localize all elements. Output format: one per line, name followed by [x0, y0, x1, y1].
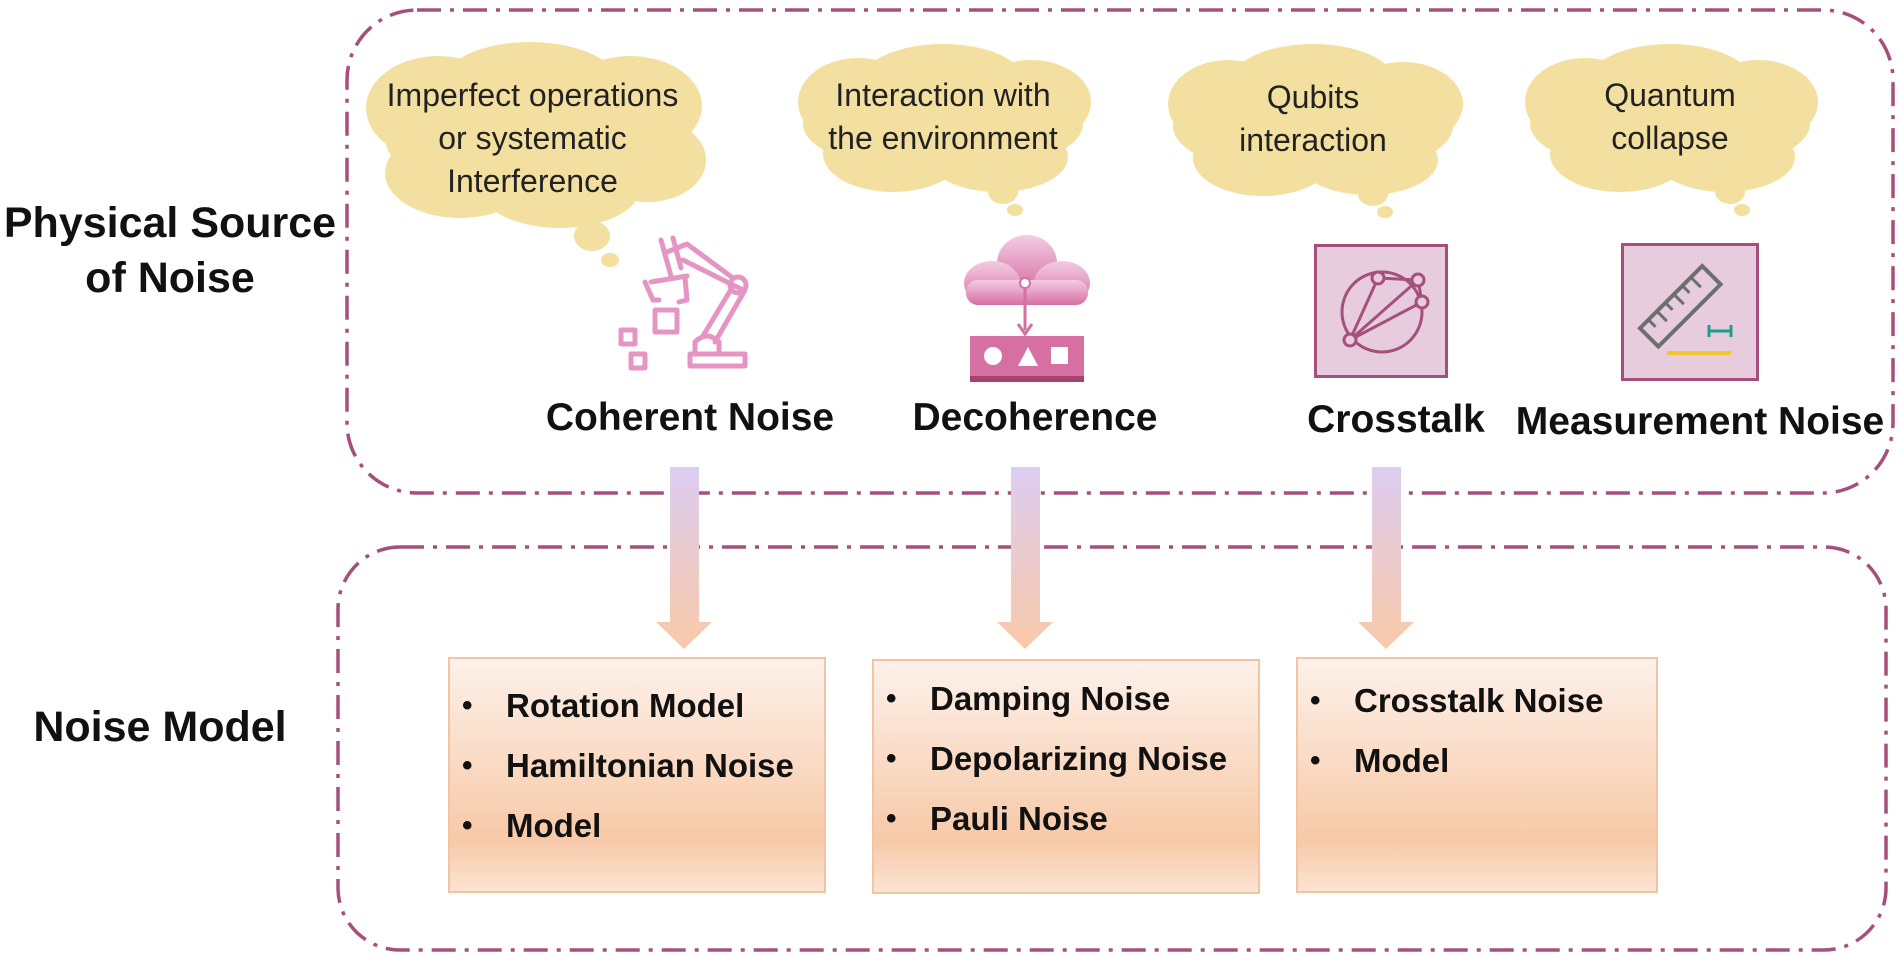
network-nodes-icon: [1314, 244, 1448, 378]
cause-crosstalk-line1: Qubits: [1266, 79, 1360, 115]
arrow-decoherence-to-model: [997, 467, 1053, 649]
ruler-measure-icon: [1621, 243, 1759, 381]
cause-coherent-line1: Imperfect operations: [386, 77, 679, 113]
cause-measurement: Quantum collapse: [1520, 74, 1820, 160]
cause-measurement-line2: collapse: [1611, 120, 1729, 156]
model-item-hamiltonian: Hamiltonian Noise: [450, 736, 824, 796]
model-box-coherent: Rotation Model Hamiltonian Noise Model: [448, 657, 826, 893]
model-item-crosstalk: Crosstalk Noise: [1298, 671, 1656, 731]
source-label-coherent: Coherent Noise: [545, 396, 835, 439]
model-item-hamiltonian-cont: Model: [450, 796, 824, 856]
source-label-crosstalk: Crosstalk: [1307, 398, 1485, 441]
thought-cloud-coherent: [366, 42, 706, 267]
cause-decoherence: Interaction with the environment: [793, 74, 1093, 160]
arrow-crosstalk-to-model: [1358, 467, 1414, 649]
cause-crosstalk-line2: interaction: [1239, 122, 1387, 158]
physical-source-label: Physical Source of Noise: [0, 196, 340, 306]
physical-source-label-line2: of Noise: [85, 254, 255, 302]
thought-cloud-decoherence: [798, 44, 1091, 216]
cloud-data-icon: [964, 235, 1090, 382]
robot-arm-icon: [618, 235, 749, 371]
physical-source-label-line1: Physical Source: [3, 199, 337, 247]
source-label-decoherence: Decoherence: [912, 396, 1158, 439]
model-item-damping: Damping Noise: [874, 669, 1258, 729]
cause-decoherence-line2: the environment: [828, 120, 1058, 156]
thought-cloud-measurement: [1525, 44, 1818, 216]
noise-model-frame: [336, 545, 1888, 952]
thought-cloud-crosstalk: [1168, 44, 1463, 218]
cause-coherent-line2: or systematic: [438, 120, 627, 156]
cause-coherent: Imperfect operations or systematic Inter…: [360, 74, 705, 203]
source-label-measurement: Measurement Noise: [1515, 400, 1885, 443]
noise-model-label: Noise Model: [33, 703, 287, 751]
cause-decoherence-line1: Interaction with: [835, 77, 1051, 113]
model-item-depolarizing: Depolarizing Noise: [874, 729, 1258, 789]
model-item-crosstalk-cont: Model: [1298, 731, 1656, 791]
model-item-rotation: Rotation Model: [450, 676, 824, 736]
arrow-coherent-to-model: [656, 467, 712, 649]
cause-crosstalk: Qubits interaction: [1163, 76, 1463, 162]
model-box-crosstalk: Crosstalk Noise Model: [1296, 657, 1658, 893]
cause-coherent-line3: Interference: [447, 163, 618, 199]
cause-measurement-line1: Quantum: [1604, 77, 1736, 113]
physical-source-frame: [345, 8, 1895, 495]
model-item-pauli: Pauli Noise: [874, 789, 1258, 849]
model-box-decoherence: Damping Noise Depolarizing Noise Pauli N…: [872, 659, 1260, 894]
